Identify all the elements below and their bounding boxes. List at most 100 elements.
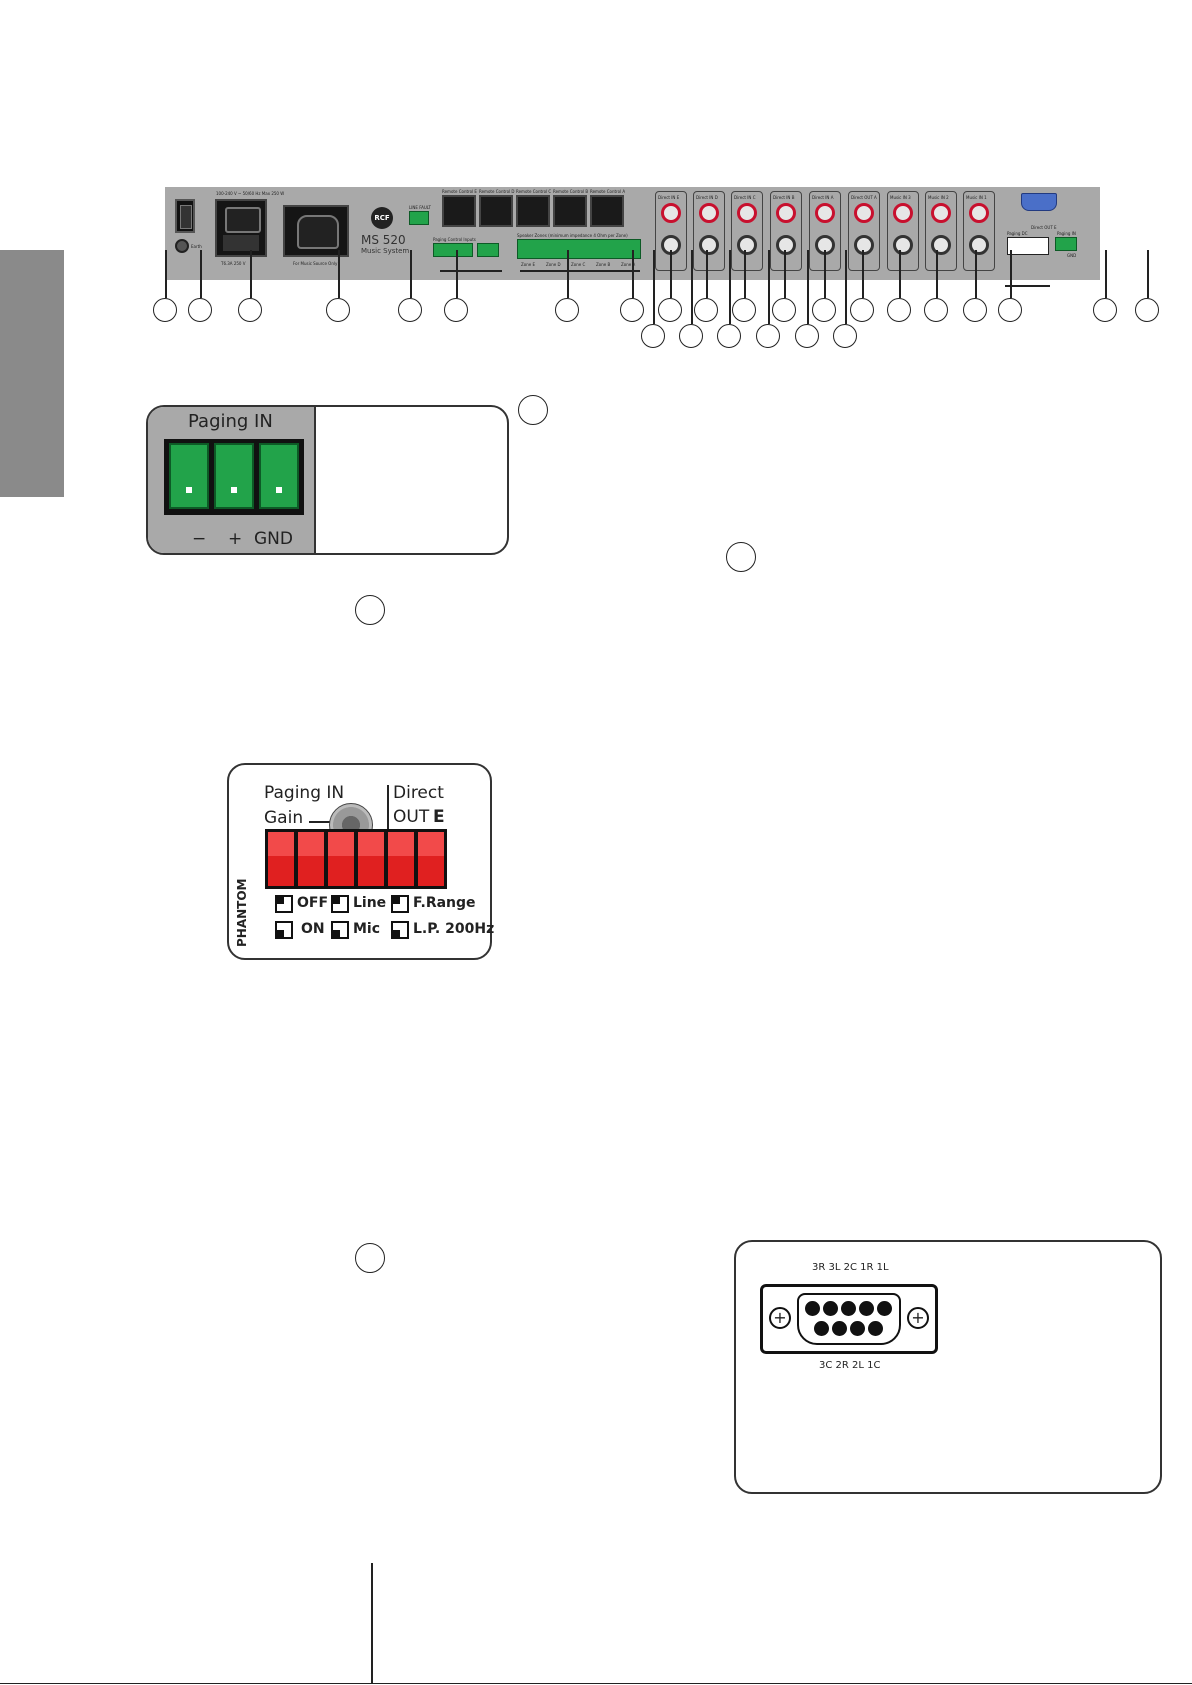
callout-leader-line (824, 250, 826, 298)
remote-control-label: Remote Control B (553, 189, 589, 194)
gnd-rear-label: GND (1067, 253, 1077, 258)
callout-leader-line (706, 250, 708, 298)
paging-in-terminal-block (164, 439, 304, 515)
db9-top-pin-labels: 3R 3L 2C 1R 1L (812, 1262, 889, 1273)
callout-circle (658, 298, 682, 322)
rcf-badge: RCF (371, 207, 393, 229)
music-in-label: Music IN 3 (890, 195, 911, 200)
legend-line-icon (331, 895, 349, 913)
dip-out-label: OUT (393, 807, 430, 827)
callout-leader-line (691, 250, 693, 324)
callout-leader-line (653, 250, 655, 324)
terminal-slot (169, 443, 209, 509)
legend-on-icon (275, 921, 293, 939)
dip-switch (298, 832, 324, 886)
rca-input-jack (699, 203, 719, 223)
callout-leader-line (440, 270, 502, 272)
rear-panel-illustration: Earth 100-240 V ~ 50/60 Hz Max 250 W T6.… (165, 187, 1100, 280)
callout-leader-line (975, 250, 977, 298)
callout-circle (694, 298, 718, 322)
callout-leader-line (410, 250, 412, 298)
remote-control-label: Remote Control A (590, 189, 626, 194)
callout-circle (1093, 298, 1117, 322)
callout-circle (620, 298, 644, 322)
callout-leader-line (1105, 250, 1107, 298)
callout-leader-line (899, 250, 901, 298)
model-subtitle: Music System (361, 247, 410, 255)
dip-switch-panel: Paging IN Gain Direct OUT E PHANTOM OFF … (227, 763, 495, 960)
rca-right-jack (969, 235, 989, 255)
earth-label: Earth (191, 244, 202, 249)
callout-leader-line (250, 250, 252, 298)
callout-circle (732, 298, 756, 322)
legend-line: Line (353, 895, 387, 911)
dip-switch (418, 832, 444, 886)
rca-output-jack (776, 235, 796, 255)
remote-control-port (590, 195, 624, 227)
music-in-label: Music IN 2 (928, 195, 949, 200)
callout-circle (887, 298, 911, 322)
callout-circle (153, 298, 177, 322)
legend-frange: F.Range (413, 895, 476, 911)
direct-channel-section (770, 191, 802, 271)
paging-control-connector-b (477, 243, 499, 257)
db9-face (797, 1293, 901, 1345)
dip-switch (268, 832, 294, 886)
callout-circle (772, 298, 796, 322)
callout-leader-line (1010, 250, 1012, 298)
speaker-zones-label: Speaker Zones (minimum impedance 4 Ohm p… (517, 233, 628, 238)
callout-circle (355, 595, 385, 625)
callout-leader-line (936, 250, 938, 298)
terminal-plus-label: + (228, 529, 243, 549)
callout-leader-line (744, 250, 746, 298)
direct-channel-section (731, 191, 763, 271)
callout-circle (717, 324, 741, 348)
direct-channel-label: Direct IN A (812, 195, 834, 200)
zone-label: Zone E (521, 262, 535, 267)
dip-switch-bank (265, 829, 447, 889)
paging-in-title: Paging IN (188, 411, 273, 432)
db9-pinout-panel: 3R 3L 2C 1R 1L + + 3C 2R 2L 1C (734, 1240, 1162, 1494)
legend-lp: L.P. 200Hz (413, 921, 495, 937)
zone-label: Zone B (596, 262, 611, 267)
dip-gain-label: Gain (264, 808, 304, 828)
callout-leader-line (456, 250, 458, 298)
callout-leader-line (862, 250, 864, 298)
db9-screw-left-icon: + (769, 1307, 791, 1329)
rca-input-jack (815, 203, 835, 223)
line-fault-label: LINE FAULT (409, 205, 431, 210)
callout-circle (850, 298, 874, 322)
column-divider (371, 1563, 373, 1683)
line-fault-connector (409, 211, 429, 225)
legend-off: OFF (297, 895, 329, 911)
rca-output-jack (737, 235, 757, 255)
callout-circle (238, 298, 262, 322)
direct-channel-label: Direct IN E (658, 195, 680, 200)
callout-leader-line (807, 250, 809, 324)
speaker-zones-connector (517, 239, 641, 259)
callout-circle (795, 324, 819, 348)
music-in-section (925, 191, 957, 271)
dip-switch (388, 832, 414, 886)
remote-control-port (553, 195, 587, 227)
db9-bottom-pin-labels: 3C 2R 2L 1C (819, 1360, 881, 1371)
callout-leader-line (632, 250, 634, 298)
legend-mic: Mic (353, 921, 381, 937)
db9-shell: + + (760, 1284, 938, 1354)
remote-control-label: Remote Control E (442, 189, 477, 194)
callout-circle (555, 298, 579, 322)
music-in-label: Music IN 1 (966, 195, 987, 200)
db9-screw-right-icon: + (907, 1307, 929, 1329)
music-in-section (887, 191, 919, 271)
rca-left-jack (893, 203, 913, 223)
callout-circle (188, 298, 212, 322)
rca-right-jack (931, 235, 951, 255)
rca-right-jack (893, 235, 913, 255)
dip-switch (328, 832, 354, 886)
callout-leader-line (768, 250, 770, 324)
zone-label: Zone D (546, 262, 561, 267)
legend-mic-icon (331, 921, 349, 939)
rca-output-jack (699, 235, 719, 255)
phantom-label: PHANTOM (235, 878, 249, 948)
direct-channel-section (848, 191, 880, 271)
